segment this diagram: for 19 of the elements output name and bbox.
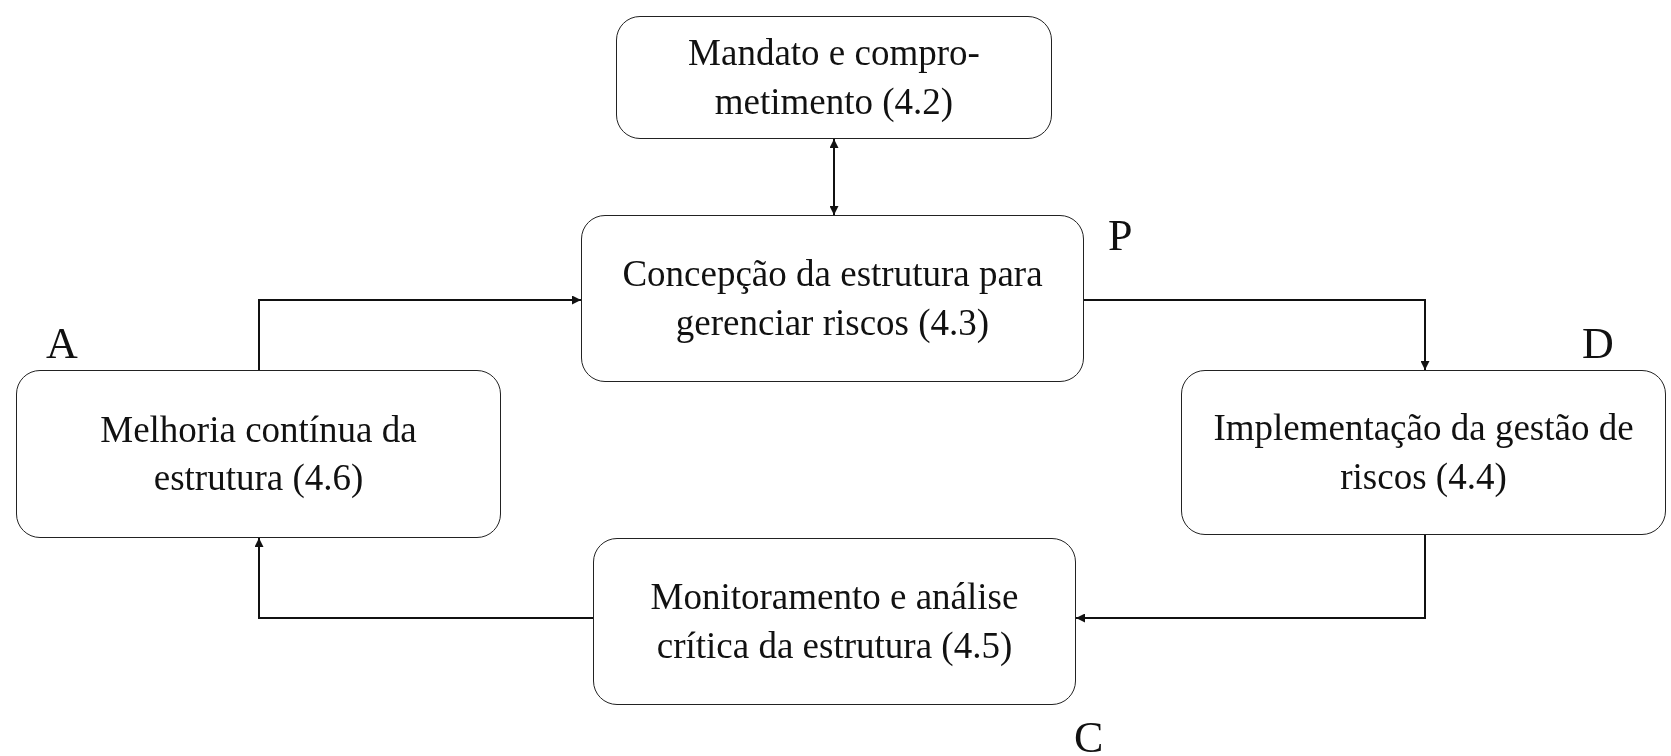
process-box (581, 215, 1084, 382)
box-label: Implementação da gestão de riscos (4.4) (1212, 406, 1635, 499)
box-label: Monitoramento e análise crítica da estrutura (4.5) (649, 575, 1020, 668)
cycle-letter: A (46, 322, 78, 366)
arrow (1083, 299, 1430, 371)
process-box (593, 538, 1076, 705)
process-box (16, 370, 501, 538)
cycle-letter: D (1582, 322, 1614, 366)
box-label: Concepção da estrutura para gerenciar riscos (4.3) (621, 252, 1044, 345)
arrow (254, 537, 594, 619)
arrow (829, 138, 839, 216)
box-label: Melhoria contínua da estrutura (4.6) (99, 407, 418, 500)
process-box (616, 16, 1052, 139)
process-box (1181, 370, 1666, 535)
arrow (258, 295, 582, 371)
cycle-letter: C (1074, 716, 1104, 756)
box-label: Mandato e compro- metimento (4.2) (687, 31, 981, 124)
arrow (1075, 534, 1426, 623)
cycle-letter: P (1108, 214, 1133, 258)
